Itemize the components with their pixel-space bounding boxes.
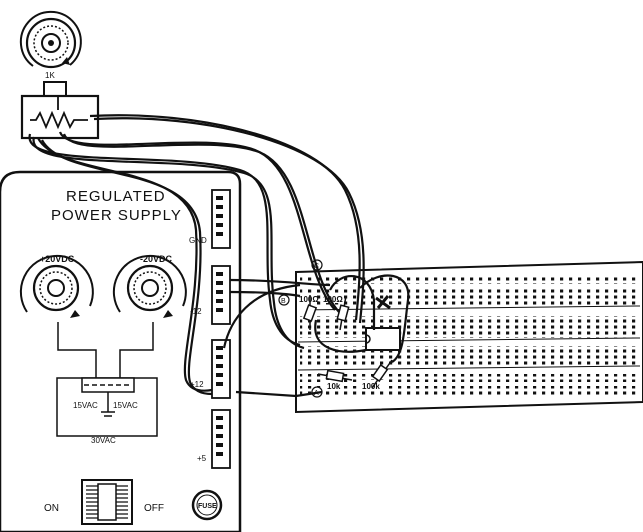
x-mark [375,295,391,310]
resistor-r2-label: 100Ω [323,295,343,304]
fuse-holder[interactable]: FUSE [191,489,223,521]
terminal-strip-pos5[interactable]: +5 [197,409,231,469]
power-supply-panel: REGULATED POWER SUPPLY +20VDC -20VDC [0,170,242,532]
positive-voltage-knob[interactable]: +20VDC [19,254,94,318]
potentiometer-housing [20,94,100,140]
switch-on-label: ON [44,503,59,514]
pos-knob-label: +20VDC [40,254,75,264]
terminal-strip-neg12[interactable]: -12 [190,265,231,325]
marker-b: B [281,298,286,305]
ic-chip [365,327,401,351]
power-switch[interactable] [81,479,133,525]
resistor-100k [371,359,393,389]
transformer-total-label: 30VAC [91,436,116,445]
breadboard[interactable]: C B A 100Ω 100Ω 10k 100k [278,259,643,414]
wires [28,114,410,398]
resistor-100-ohm-b [336,295,350,331]
panel-title-line1: REGULATED [66,188,166,205]
potentiometer-label: 1K [45,71,55,80]
resistor-symbol [30,110,88,130]
potentiometer-rotation-arrow [19,10,82,67]
potentiometer-1k[interactable]: 1K [19,10,100,140]
negative-voltage-knob[interactable]: -20VDC [112,254,187,318]
transformer-left-label: 15VAC [73,401,98,410]
terminal-strip-pos12[interactable]: +12 [190,339,231,399]
terminal-pos12-label: +12 [190,380,204,389]
resistor-10k [317,369,353,383]
transformer: 15VAC 15VAC 30VAC [56,377,158,445]
terminal-strip-gnd[interactable]: GND [189,189,231,249]
switch-off-label: OFF [144,503,164,514]
fuse-label: FUSE [198,503,217,510]
neg-knob-label: -20VDC [140,254,173,264]
terminal-pos5-label: +5 [197,454,207,463]
panel-title-line2: POWER SUPPLY [51,207,182,224]
resistor-r4-label: 100k [362,382,380,391]
transformer-right-label: 15VAC [113,401,138,410]
resistor-r3-label: 10k [327,382,341,391]
terminal-gnd-label: GND [189,236,207,245]
resistor-r1-label: 100Ω [299,295,319,304]
resistor-100-ohm-a [302,295,318,330]
